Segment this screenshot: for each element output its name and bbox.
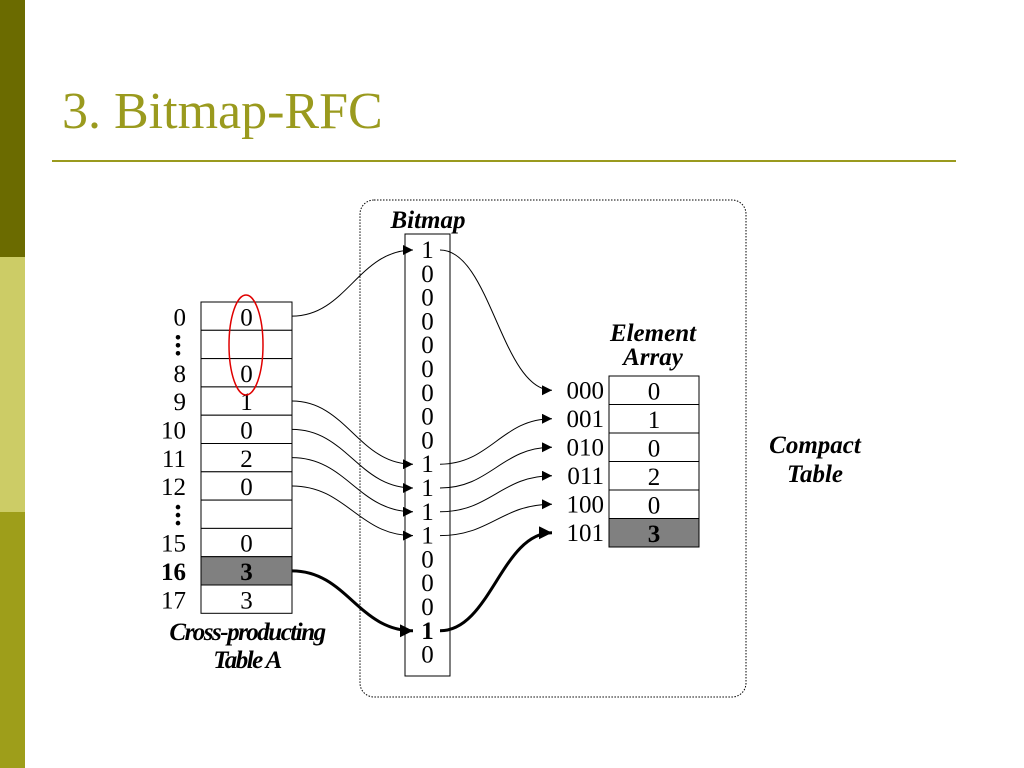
arrow	[291, 245, 414, 317]
element-array-cell	[608, 518, 700, 548]
table-a-cell	[200, 443, 293, 473]
bitmap-box	[404, 233, 451, 677]
ellipsis-dot	[175, 520, 181, 526]
cross-table-label-line1: Cross-producting	[169, 619, 325, 646]
element-array-value: 0	[648, 436, 661, 463]
bitmap-bit: 0	[421, 356, 434, 383]
element-array-address: 011	[567, 463, 604, 490]
cross-producting-table-a: 0 0 0 8 1 9 0 10 2 11 0 12 0 15 3 16 3 17	[161, 294, 293, 614]
ellipsis-dot	[175, 335, 181, 340]
element-array-cell	[608, 404, 700, 434]
element-array-label-line1: Element	[609, 320, 697, 347]
table-a-index: 9	[174, 389, 187, 416]
element-array-value: 1	[648, 407, 661, 434]
element-array-value: 3	[648, 521, 661, 548]
bold-arrow	[439, 526, 553, 633]
bold-arrow	[291, 569, 414, 638]
slide-title: 3. Bitmap-RFC	[62, 83, 383, 140]
bitmap-bit: 0	[421, 261, 434, 288]
table-a-index: 16	[161, 559, 186, 586]
table-a-index: 8	[174, 361, 187, 388]
ellipsis-dot	[175, 512, 181, 518]
element-array-value: 0	[648, 493, 661, 520]
compact-table-label-line2: Table	[787, 461, 843, 488]
table-a-cell	[200, 556, 293, 586]
element-array-address: 101	[567, 520, 605, 547]
arrow	[439, 470, 553, 513]
table-a-index: 12	[161, 474, 186, 501]
table-a-cell	[200, 414, 293, 445]
table-a-value: 0	[240, 304, 253, 331]
cross-table-label-line2: Table A	[213, 647, 281, 674]
element-array-label-line2: Array	[621, 344, 684, 371]
table-a-index: 11	[162, 446, 186, 473]
compact-table-label-line1: Compact	[769, 432, 862, 459]
arrow	[439, 442, 553, 489]
element-array-address: 001	[567, 406, 605, 433]
table-a-index: 10	[161, 418, 186, 445]
table-a-cell	[200, 301, 293, 331]
arrow	[291, 428, 414, 493]
table-a-cell	[200, 499, 293, 529]
bitmap-bit: 0	[421, 642, 434, 669]
arrow	[291, 457, 414, 517]
bitmap-bit: 0	[421, 285, 434, 312]
table-a-value: 0	[240, 474, 253, 501]
decor-bar-bottom	[0, 512, 25, 768]
element-array-value: 0	[648, 379, 661, 406]
arrow	[291, 485, 414, 541]
bitmap-bit: 1	[421, 618, 434, 645]
arrow	[439, 499, 553, 537]
decor-bar-middle	[0, 257, 25, 512]
element-array-cell	[608, 432, 700, 462]
table-a-index: 0	[174, 304, 187, 331]
highlight-circle	[228, 294, 264, 396]
table-a-value: 2	[240, 446, 253, 473]
element-array-address: 100	[567, 492, 605, 519]
bitmap-bit: 1	[421, 451, 434, 478]
table-a-cell	[200, 358, 293, 388]
element-array-address: 010	[567, 435, 605, 462]
ellipsis-dot	[175, 351, 181, 356]
bitmap-bit: 0	[421, 570, 434, 597]
bitmap-bit: 0	[421, 332, 434, 359]
table-a-value: 1	[240, 389, 253, 416]
mapping-arrows	[291, 245, 553, 638]
decor-bar-top	[0, 0, 25, 257]
element-array-cell	[608, 375, 700, 405]
table-a-index: 15	[161, 531, 186, 558]
table-a-value: 3	[240, 587, 253, 614]
compact-table-frame	[359, 199, 747, 698]
ellipsis-dot	[175, 343, 181, 348]
table-a-value: 0	[240, 361, 253, 388]
table-a-index: 17	[161, 587, 186, 614]
element-array-address: 000	[567, 378, 605, 405]
bitmap-bit: 1	[421, 499, 434, 526]
arrow	[439, 249, 553, 396]
bitmap-bit: 1	[421, 523, 434, 550]
bitmap-bit: 0	[421, 308, 434, 335]
arrow	[439, 413, 553, 465]
bitmap-bit: 0	[421, 427, 434, 454]
bitmap-bit: 0	[421, 546, 434, 573]
table-a-cell	[200, 584, 293, 614]
arrow	[291, 400, 414, 470]
bitmap-bit: 1	[421, 237, 434, 264]
table-a-cell	[200, 329, 293, 360]
table-a-cell	[200, 471, 293, 501]
title-underline	[52, 160, 956, 162]
bitmap-label: Bitmap	[389, 207, 465, 234]
table-a-value: 0	[240, 531, 253, 558]
table-a-value: 0	[240, 418, 253, 445]
bitmap-bit: 0	[421, 594, 434, 621]
element-array-value: 2	[648, 464, 661, 491]
bitmap-bit: 0	[421, 380, 434, 407]
bitmap-bit: 1	[421, 475, 434, 502]
table-a-value: 3	[240, 559, 253, 586]
bitmap-bit: 0	[421, 404, 434, 431]
ellipsis-dot	[175, 504, 181, 510]
